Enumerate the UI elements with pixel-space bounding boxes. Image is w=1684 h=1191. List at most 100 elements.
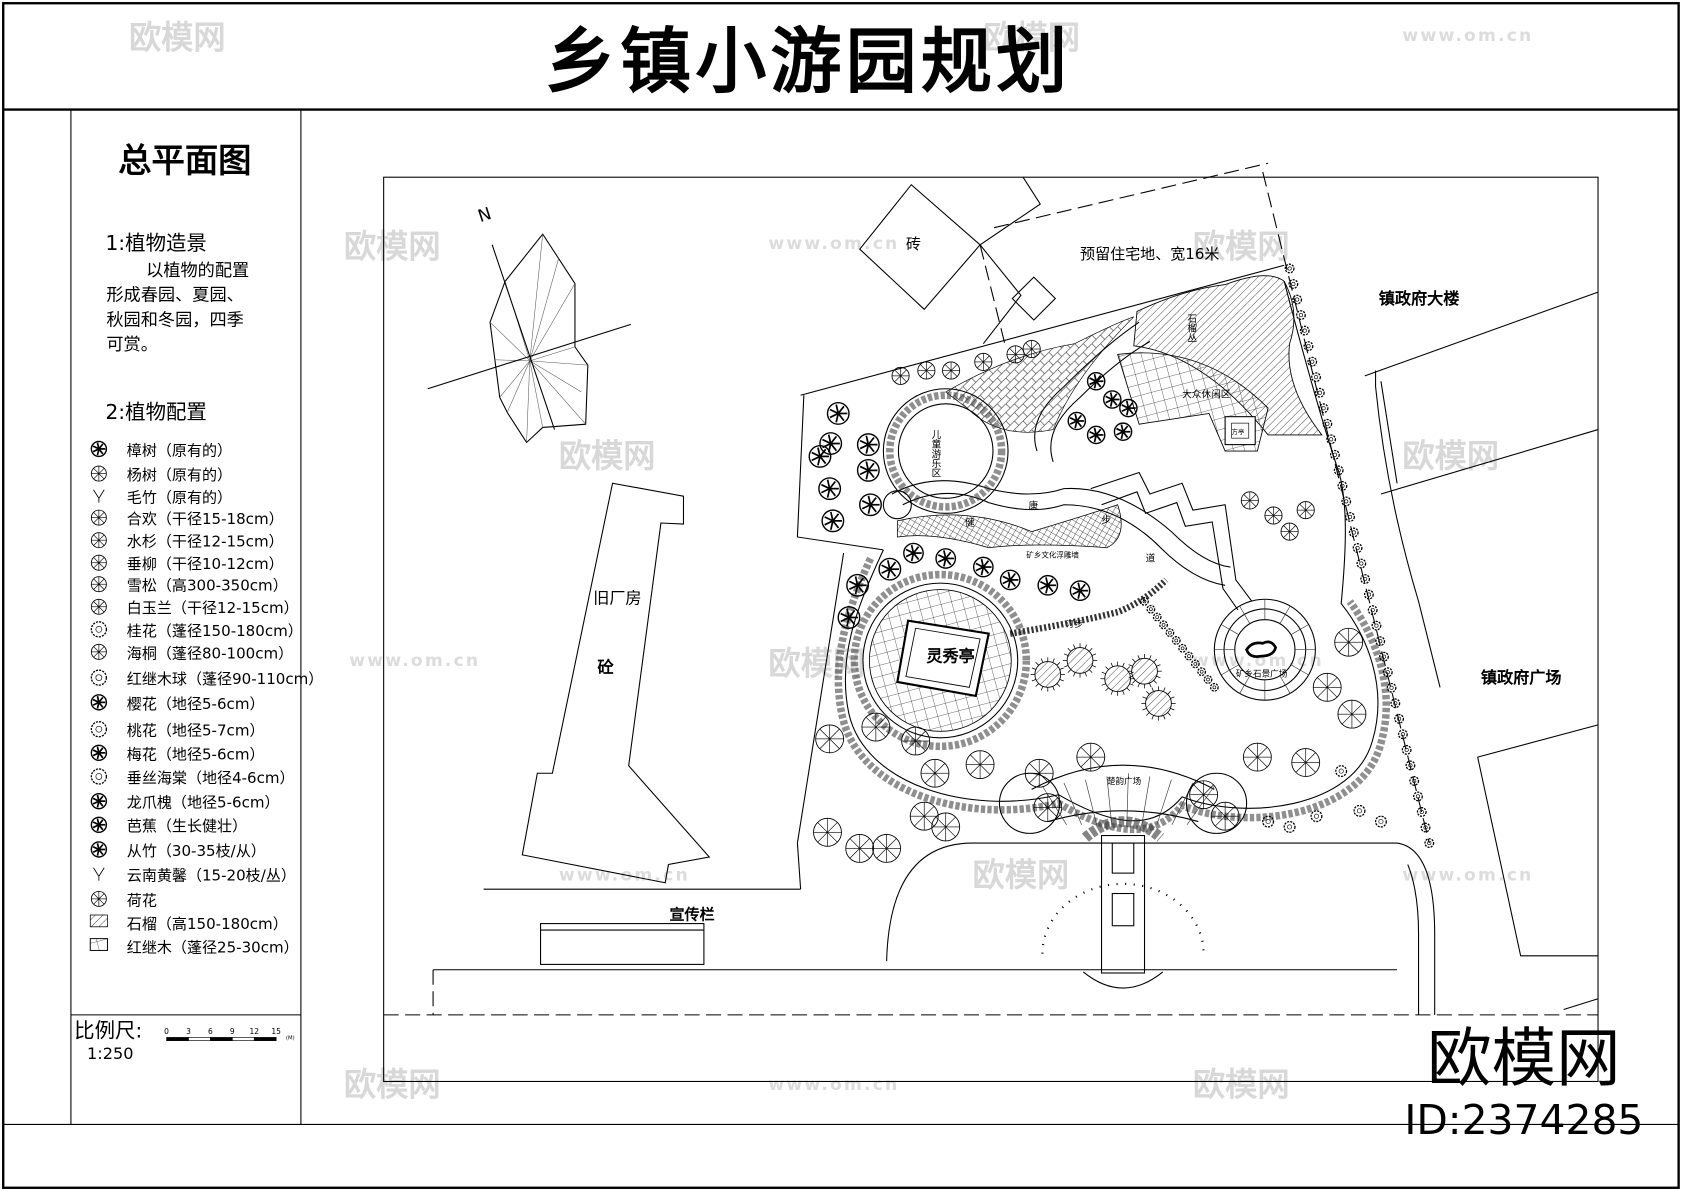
watermark-text: 欧模网 — [983, 18, 1080, 56]
shrub-symbol — [1299, 325, 1310, 336]
entrance-path — [1100, 834, 1146, 974]
gov-square-label: 镇政府广场 — [1481, 668, 1562, 687]
legend-label: 从竹（30-35枝/从） — [127, 842, 266, 860]
shrub-symbol — [1382, 667, 1393, 678]
legend-item: 合欢（干径15-18cm） — [90, 509, 284, 528]
tree-symbol — [1242, 742, 1272, 772]
tree-symbol — [1030, 657, 1065, 692]
fitness-trail-char: 健 — [965, 517, 975, 529]
tree-symbol — [846, 573, 870, 597]
magnolia-icon — [90, 598, 107, 615]
scale-unit: (M) — [286, 1036, 295, 1042]
tree-symbol — [1102, 390, 1122, 409]
shrub-symbol — [1307, 356, 1318, 367]
fitness-trail-char: 道 — [1146, 553, 1156, 565]
shrub-symbol — [1184, 651, 1194, 661]
landscape-stone — [1245, 640, 1278, 658]
shrub-symbol — [1288, 279, 1299, 289]
pittosporum-icon — [90, 643, 107, 660]
pomegranate-hatch-icon — [89, 914, 108, 928]
legend-label: 垂柳（干径10-12cm） — [127, 555, 284, 573]
tree-symbol — [1127, 654, 1162, 689]
tree-symbol — [1037, 574, 1059, 596]
tree-symbol — [818, 477, 842, 501]
legend-label: 垂丝海棠（地径4-6cm） — [127, 769, 295, 787]
bulletin-board-label: 宣传栏 — [670, 905, 715, 923]
tree-symbol — [901, 726, 931, 756]
square-pavilion — [1224, 416, 1256, 446]
scale-ratio: 1:250 — [87, 1044, 133, 1063]
tree-symbol — [1024, 758, 1054, 788]
section1-line: 形成春园、夏园、 — [106, 286, 243, 306]
shrub-symbol — [1333, 465, 1344, 476]
shrub-symbol — [1326, 434, 1337, 445]
tree-symbol — [891, 366, 910, 385]
legend-label: 合欢（干径15-18cm） — [127, 510, 284, 528]
kids-area-label: 儿童游乐区 — [929, 430, 941, 478]
shrub-symbol — [1345, 512, 1355, 522]
legend-label: 红继木球（蓬径90-110cm） — [127, 670, 323, 688]
legend-item: 梅花（地径5-6cm） — [90, 744, 265, 763]
watermark-text: 欧模网 — [768, 644, 865, 682]
tree-symbol — [1283, 820, 1296, 833]
park-east-boundary — [1262, 171, 1430, 844]
tree-symbol — [859, 493, 882, 517]
watermark-text: 欧模网 — [973, 856, 1070, 894]
watermark-url: www.om.cn — [349, 651, 480, 671]
tree-symbol — [999, 569, 1021, 591]
tree-symbol — [1100, 661, 1135, 696]
shrub-symbol — [1311, 372, 1321, 383]
stone-square-label: 矿乡石景广场 — [1236, 668, 1288, 680]
legend-item: 垂丝海棠（地径4-6cm） — [90, 768, 295, 787]
legend-label: 白玉兰（干径12-15cm） — [127, 599, 299, 617]
legend-label: 梅花（地径5-6cm） — [127, 745, 265, 763]
shrub-symbol — [1197, 667, 1207, 677]
brand-id: ID:2374285 — [1404, 1096, 1643, 1144]
watermark-text: 欧模网 — [344, 1065, 441, 1103]
tree-symbol — [920, 758, 950, 788]
shrub-symbol — [1416, 807, 1427, 817]
scale-tick: 9 — [230, 1027, 235, 1036]
shrub-symbol — [1322, 418, 1333, 429]
tree-symbol — [861, 712, 891, 742]
north-arrow-wind-rose: N — [427, 204, 631, 444]
shrub-symbol — [1140, 597, 1149, 606]
legend-label: 龙爪槐（地径5-6cm） — [127, 794, 280, 812]
shrub-symbol — [1190, 659, 1200, 669]
legend-item: 桃花（地径5-7cm） — [90, 721, 265, 740]
tree-symbol — [1291, 748, 1321, 777]
relief-wall-paving — [896, 504, 1122, 549]
section1-line: 以植物的配置 — [146, 261, 249, 281]
legend-label: 红继木（蓬径25-30cm） — [127, 939, 299, 957]
leisure-area-label: 大众休闲区 — [1182, 388, 1231, 400]
tree-symbol — [872, 834, 901, 863]
tree-symbol — [1280, 522, 1299, 541]
poplar-tree-icon — [90, 465, 107, 482]
loropetalum-grid-icon — [89, 938, 108, 951]
tree-symbol — [1337, 699, 1367, 729]
legend-label: 樱花（地径5-6cm） — [127, 695, 265, 713]
tree-symbol — [826, 402, 850, 425]
surroundings: 砖 预留住宅地、宽16米 旧厂房 砼 宣传栏 镇政府大楼 镇政府广场 — [383, 162, 1599, 1016]
shrub-symbol — [1337, 480, 1348, 491]
tree-symbol — [1113, 422, 1133, 442]
legend-label: 桃花（地径5-7cm） — [127, 722, 265, 740]
scale-tick: 6 — [208, 1027, 213, 1036]
watermark-url: www.om.cn — [768, 234, 899, 254]
pavilion-label: 灵秀亭 — [926, 647, 974, 666]
tree-symbol — [856, 433, 880, 457]
shrub-symbol — [1203, 675, 1213, 684]
tree-symbol — [1067, 411, 1087, 431]
shrub-symbol — [1397, 729, 1408, 740]
plant-legend: 樟树（原有的）杨树（原有的）毛竹（原有的）合欢（干径15-18cm）水杉（干径1… — [89, 440, 323, 957]
loropetalum-ball-icon — [90, 669, 108, 686]
legend-item: 红继木（蓬径25-30cm） — [89, 938, 299, 957]
shrub-symbol — [1363, 589, 1374, 600]
scale-label: 比例尺: — [74, 1018, 142, 1042]
sidebar: 总平面图 1:植物造景 以植物的配置 形成春园、夏园、 秋园和冬园，四季 可赏。… — [74, 141, 323, 1063]
silk-tree-icon — [90, 509, 107, 526]
tree-symbol — [1076, 742, 1106, 772]
